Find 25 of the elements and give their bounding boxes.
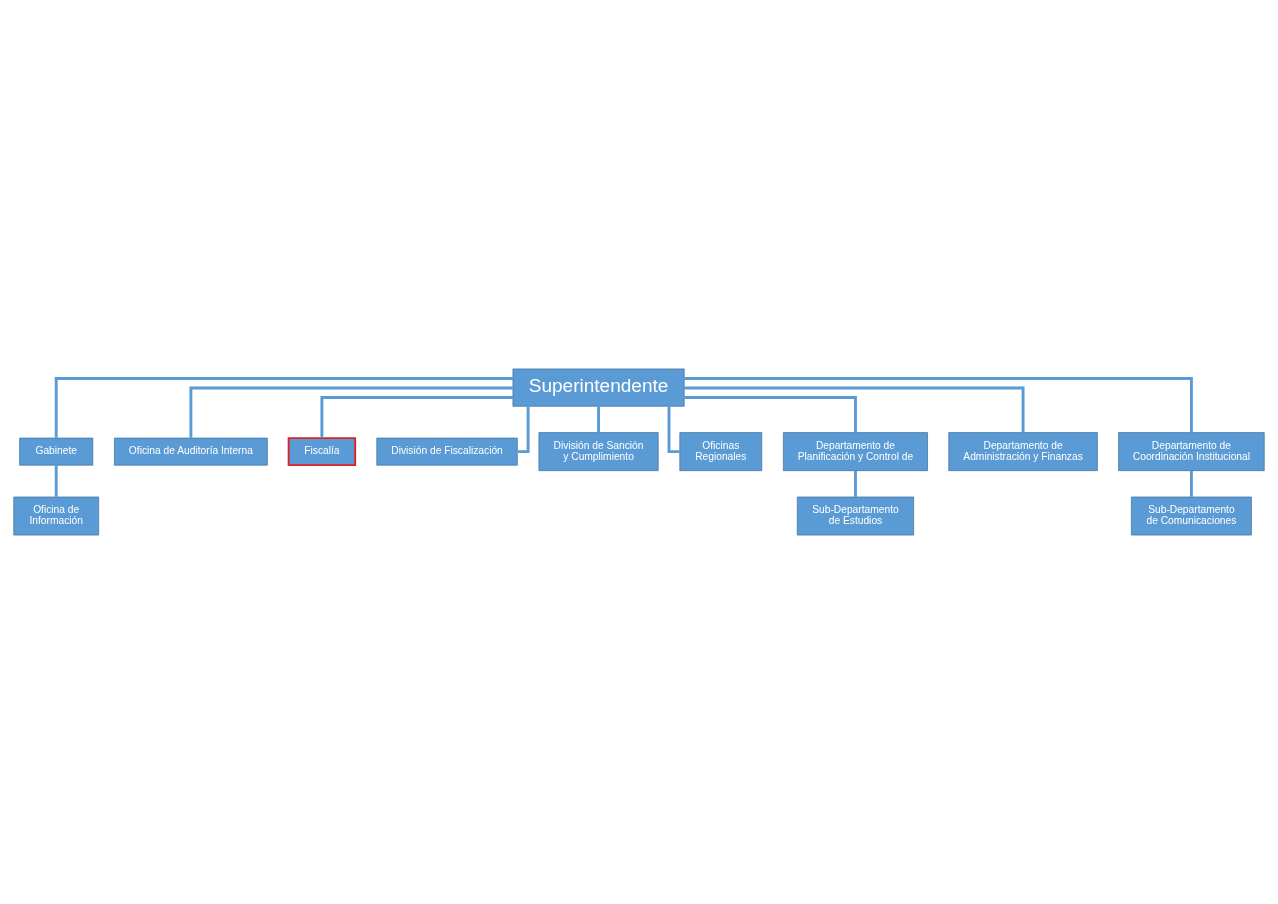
node-box: Gabinete (19, 437, 94, 466)
connector (1189, 470, 1193, 497)
connector (684, 396, 857, 433)
connector (684, 376, 1193, 433)
connector (54, 376, 513, 438)
connector (854, 470, 857, 497)
node-box: División de Sanción y Cumplimiento (538, 432, 659, 472)
node-box: Departamento de Administración y Finanzas (948, 432, 1098, 472)
connector (54, 465, 58, 497)
connector (597, 406, 601, 433)
node-box: Oficina de Auditoría Interna (114, 437, 268, 466)
node-box: Departamento de Planificación y Control de (783, 432, 928, 472)
connector (517, 406, 530, 454)
connector (320, 396, 513, 438)
node-box: Fiscalía (287, 437, 357, 467)
node-box: Oficina de Información (13, 496, 100, 536)
node-box: División de Fiscalización (376, 437, 518, 466)
connector (667, 406, 680, 454)
node-box: Superintendente (512, 368, 685, 407)
connector (684, 386, 1025, 433)
node-box: Departamento de Coordinación Institucional (1118, 432, 1265, 472)
node-box: Oficinas Regionales (679, 432, 763, 472)
node-box: Sub-Departamento de Estudios (796, 496, 914, 536)
connector (189, 386, 513, 438)
node-box: Sub-Departamento de Comunicaciones (1131, 496, 1252, 536)
